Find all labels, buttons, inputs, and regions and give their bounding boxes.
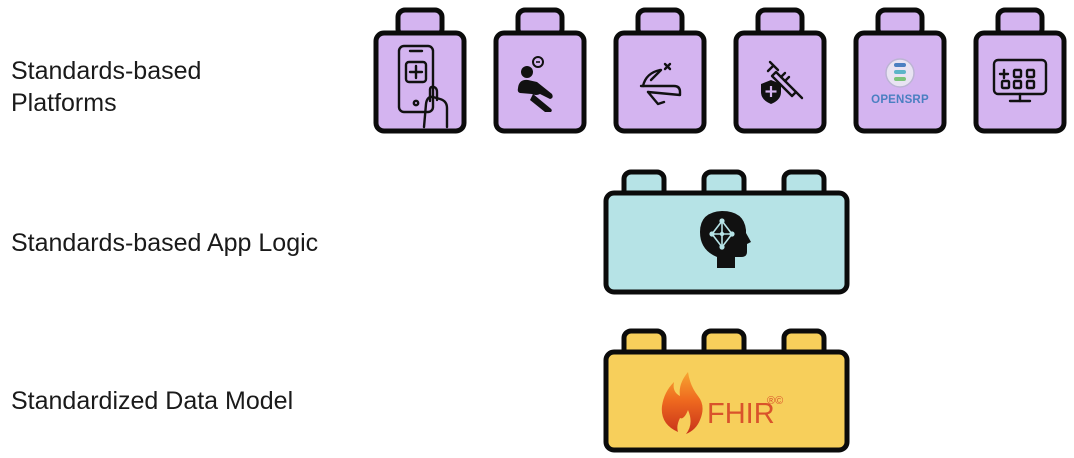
- layer-label-platforms: Standards-based Platforms: [11, 55, 201, 119]
- platform-block-2-body: [493, 30, 587, 134]
- platform-block-1: [373, 7, 467, 134]
- platform-block-4-body: [733, 30, 827, 134]
- community-health-worker-icon: [517, 56, 553, 112]
- layer-label-platforms-line1: Standards-based: [11, 57, 202, 85]
- platform-block-2: [493, 7, 587, 134]
- opensrp-logo-text: OPENSRP: [871, 94, 929, 106]
- platform-block-3: [613, 7, 707, 134]
- platform-block-6: [973, 7, 1067, 134]
- fhir-logo-marks: ®©: [767, 395, 783, 407]
- app-logic-block: [603, 169, 850, 295]
- ai-brain-head-icon: [700, 211, 751, 268]
- data-model-block-body: [603, 349, 850, 453]
- platform-block-3-body: [613, 30, 707, 134]
- vaccine-syringe-icon: [761, 60, 804, 104]
- fhir-logo: FHIR ®©: [661, 372, 783, 434]
- mobile-health-app-icon: [397, 44, 449, 129]
- platform-blocks: OPENSRP: [373, 7, 1067, 134]
- layer-label-app-logic: Standards-based App Logic: [11, 229, 319, 257]
- fhir-flame-icon: [661, 372, 703, 434]
- platform-block-5: OPENSRP: [853, 7, 947, 134]
- opensrp-logo: OPENSRP: [871, 58, 929, 106]
- layer-label-data-model: Standardized Data Model: [11, 387, 294, 415]
- data-model-block: FHIR ®©: [603, 328, 850, 453]
- dashboard-monitor-icon: [992, 58, 1048, 103]
- platform-block-4: [733, 7, 827, 134]
- layer-label-platforms-line2: Platforms: [11, 89, 117, 117]
- fhir-logo-text: FHIR: [707, 398, 775, 430]
- immunization-record-icon: [639, 62, 682, 106]
